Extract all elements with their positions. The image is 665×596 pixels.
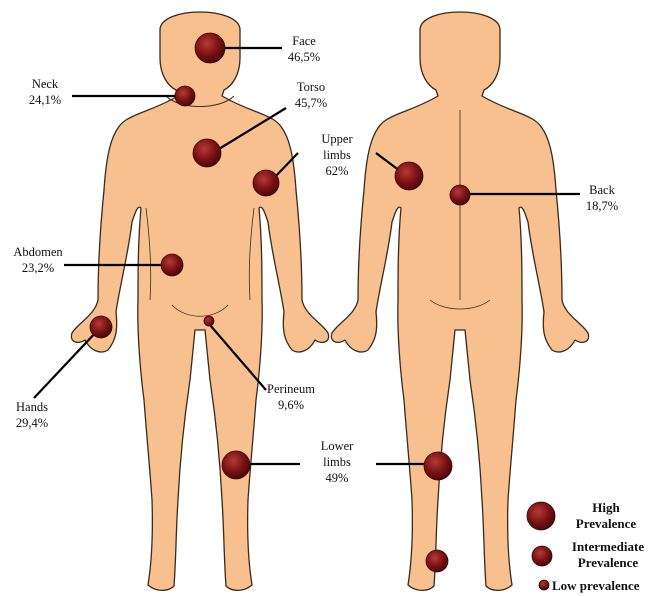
back-value: 18,7% bbox=[586, 199, 618, 213]
perineum-value: 9,6% bbox=[278, 398, 304, 412]
torso-label: Torso bbox=[297, 80, 325, 94]
neck-value: 24,1% bbox=[29, 93, 61, 107]
back-label: Back bbox=[589, 183, 615, 197]
abdomen-marker bbox=[161, 254, 183, 276]
lower-limbs-label-2: limbs bbox=[323, 455, 351, 469]
upper-back-marker bbox=[395, 162, 423, 190]
upper-front-marker bbox=[253, 170, 279, 196]
lower-limbs-value: 49% bbox=[326, 471, 349, 485]
legend-intermediate-label-2: Prevalence bbox=[578, 555, 639, 570]
legend-high-label-2: Prevalence bbox=[576, 516, 637, 531]
legend-intermediate-marker bbox=[532, 546, 552, 566]
hands-label: Hands bbox=[16, 400, 48, 414]
back-body-figure bbox=[331, 12, 588, 590]
torso-value: 45,7% bbox=[295, 96, 327, 110]
front-body-figure bbox=[71, 12, 328, 590]
perineum-label: Perineum bbox=[267, 382, 315, 396]
abdomen-value: 23,2% bbox=[22, 261, 54, 275]
hands-marker bbox=[90, 316, 112, 338]
legend-high-marker bbox=[527, 502, 555, 530]
legend-high-label-1: High bbox=[592, 500, 620, 515]
legend: High Prevalence Intermediate Prevalence … bbox=[527, 500, 644, 593]
upper-limbs-label-1: Upper bbox=[321, 132, 353, 146]
legend-low-marker bbox=[539, 580, 549, 590]
legend-low-label: Low prevalence bbox=[552, 578, 640, 593]
lower-limbs-label-1: Lower bbox=[321, 439, 354, 453]
upper-limbs-label-2: limbs bbox=[323, 148, 351, 162]
lower-back-marker bbox=[424, 452, 452, 480]
legend-intermediate-label-1: Intermediate bbox=[572, 539, 644, 554]
perineum-marker bbox=[204, 316, 214, 326]
neck-marker bbox=[175, 86, 195, 106]
upper-limbs-value: 62% bbox=[326, 164, 349, 178]
foot-back-marker bbox=[426, 550, 448, 572]
neck-label: Neck bbox=[32, 77, 59, 91]
lower-front-marker bbox=[222, 451, 250, 479]
back-marker bbox=[450, 185, 470, 205]
hands-leader bbox=[34, 330, 98, 398]
abdomen-label: Abdomen bbox=[13, 245, 63, 259]
torso-marker bbox=[193, 139, 221, 167]
face-value: 46,5% bbox=[288, 50, 320, 64]
hands-value: 29,4% bbox=[16, 416, 48, 430]
face-marker bbox=[195, 33, 225, 63]
face-label: Face bbox=[292, 34, 316, 48]
